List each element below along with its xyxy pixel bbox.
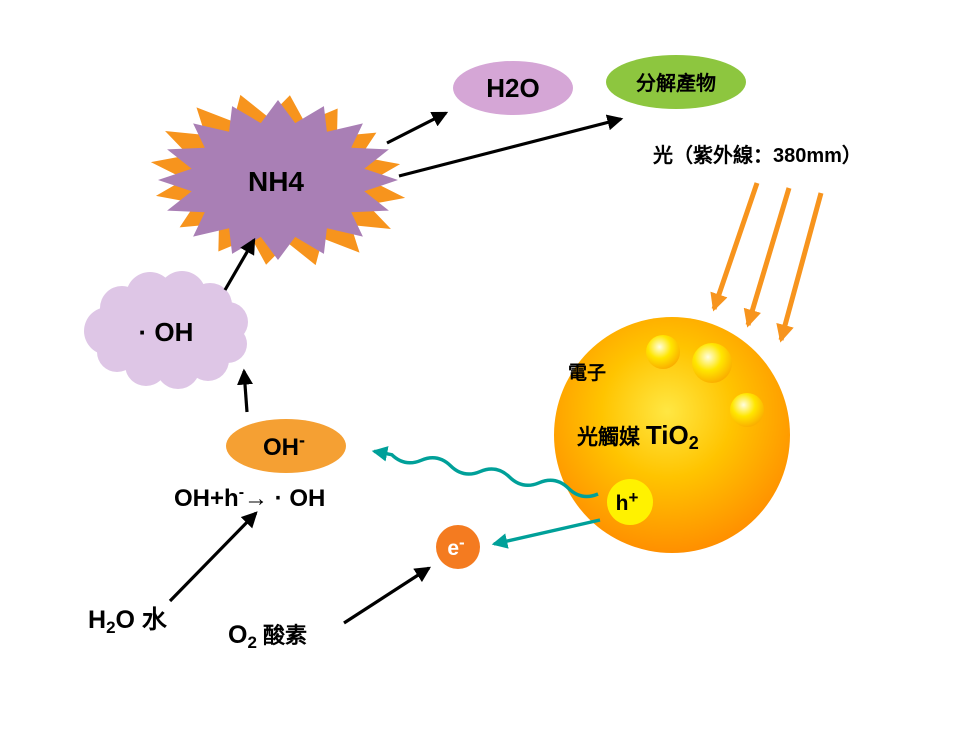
electron-ball-1	[646, 335, 680, 369]
catalyst-label-sub: 2	[689, 433, 699, 453]
arrow-ohminus-to-cloud	[237, 368, 253, 413]
uv-ray-2	[743, 187, 792, 328]
catalyst-label-cjk: 光觸媒	[576, 425, 646, 449]
h2o-bubble-label: H2O	[486, 73, 539, 103]
reaction-equation: OH+h-→ · OH	[174, 484, 325, 512]
free-electron: e-	[436, 525, 480, 569]
catalyst-label: 光觸媒 TiO2	[576, 420, 699, 453]
electron-label: 電子	[568, 362, 606, 384]
nh4-starburst: NH4	[150, 94, 406, 266]
oh-radical-cloud: · OH	[84, 271, 248, 389]
arrow-nh4-to-products	[398, 114, 624, 178]
water-source-label: H2O 水	[88, 606, 168, 637]
oh-minus-label: OH-	[263, 430, 305, 461]
uv-light-label: 光（紫外線：380mm）	[652, 143, 862, 167]
oxygen-source-label: O2 酸素	[228, 621, 307, 652]
free-electron-label: e-	[447, 533, 464, 560]
arrow-cloud-to-nh4	[223, 237, 256, 291]
hole-circle	[607, 479, 653, 525]
h2o-bubble: H2O	[453, 61, 573, 115]
products-bubble-shape	[606, 55, 746, 109]
electron-transfer-arrow	[491, 518, 601, 549]
oh-minus-shape	[226, 419, 346, 473]
nh4-starburst-body	[158, 100, 398, 260]
uv-ray-1	[710, 182, 760, 312]
hole-label: h+	[616, 488, 639, 515]
electron-ball-2	[692, 343, 732, 383]
electron-ball-3	[730, 393, 764, 427]
tio2-sphere-group: 電子 光觸媒 TiO2 h+	[554, 317, 790, 553]
uv-ray-3	[776, 192, 824, 343]
free-electron-circle	[436, 525, 480, 569]
catalyst-label-formula: TiO	[646, 420, 689, 450]
products-bubble: 分解產物	[606, 55, 746, 109]
hole-transfer-wavy-arrow	[371, 446, 599, 499]
oh-minus-bubble: OH-	[226, 419, 346, 473]
products-bubble-label: 分解產物	[636, 71, 716, 95]
process-arrows	[168, 111, 624, 625]
arrow-water-to-reaction	[168, 511, 258, 603]
arrow-nh4-to-h2o	[386, 111, 449, 145]
h2o-bubble-shape	[453, 61, 573, 115]
uv-light-rays	[710, 182, 824, 343]
oh-radical-label: · OH	[139, 317, 194, 347]
nh4-label: NH4	[248, 166, 304, 197]
arrow-oxygen-to-electron	[343, 566, 432, 625]
